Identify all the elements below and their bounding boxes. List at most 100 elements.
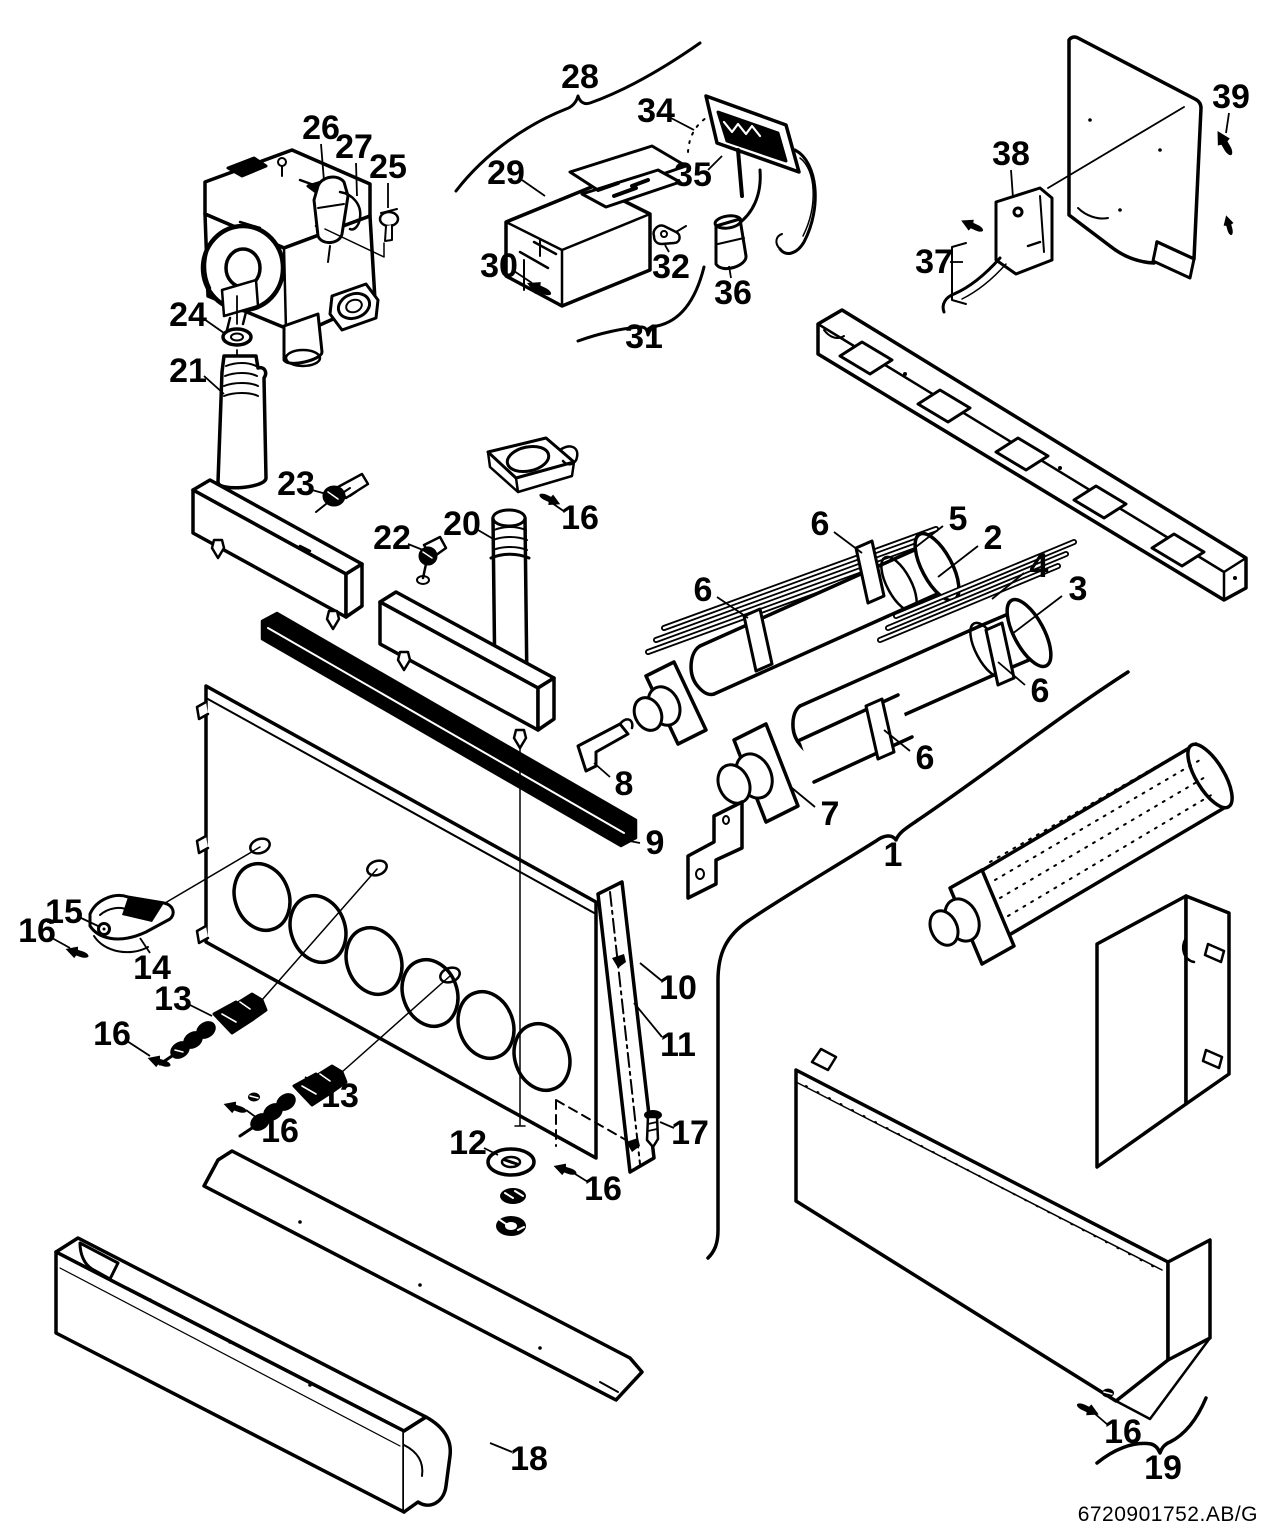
callout-38-6: 38 xyxy=(992,135,1030,173)
leader-13-37 xyxy=(189,1004,213,1017)
callout-5-21: 5 xyxy=(949,500,968,538)
callout-13-39: 13 xyxy=(321,1077,359,1115)
washer-stack-12 xyxy=(486,1147,536,1236)
callout-13-37: 13 xyxy=(154,980,192,1018)
callout-24-13: 24 xyxy=(169,296,207,334)
callout-39-5: 39 xyxy=(1212,78,1250,116)
channel-18 xyxy=(54,1236,453,1514)
callout-20-19: 20 xyxy=(443,505,481,543)
leader-14-36 xyxy=(139,937,151,954)
leader-16-35 xyxy=(51,937,71,949)
leader-5-21 xyxy=(907,525,944,554)
alignment-line-20 xyxy=(514,747,526,1127)
callout-16-45: 16 xyxy=(1104,1413,1142,1451)
igniter-23 xyxy=(315,472,370,513)
callout-30-10: 30 xyxy=(480,247,518,285)
brace-group-19 xyxy=(1095,1396,1208,1465)
panel-bottom-right xyxy=(794,1047,1212,1421)
leader-23-16 xyxy=(311,489,331,496)
leader-18-44 xyxy=(489,1442,513,1453)
callout-21-15: 21 xyxy=(169,352,207,390)
leader-4-23 xyxy=(991,572,1025,600)
leader-16-45 xyxy=(1093,1412,1109,1426)
leader-11-33 xyxy=(633,1002,663,1038)
leader-24-13 xyxy=(203,318,225,334)
callout-9-30: 9 xyxy=(646,824,665,862)
callout-35-8: 35 xyxy=(674,156,712,194)
callout-4-23: 4 xyxy=(1030,547,1049,585)
angle-clip-8 xyxy=(576,718,634,773)
callout-16-43: 16 xyxy=(584,1170,622,1208)
callout-37-9: 37 xyxy=(915,243,953,281)
leader-13-39 xyxy=(304,1076,325,1090)
screw-small-right xyxy=(1219,212,1238,238)
clamp-6d xyxy=(864,697,896,761)
leader-lines xyxy=(51,112,1230,1453)
leader-6-27 xyxy=(883,729,911,752)
brace-group-28 xyxy=(454,41,702,193)
brace-group-31 xyxy=(576,265,706,343)
leader-26-2 xyxy=(320,143,325,182)
burner-assembly-1 xyxy=(928,742,1234,966)
callout-6-20: 6 xyxy=(811,505,830,543)
leader-20-19 xyxy=(477,529,496,541)
electrode-line-lower xyxy=(341,975,451,1073)
nut-16f xyxy=(1100,1387,1116,1399)
cover-plate-stack xyxy=(568,144,688,209)
callout-6-27: 6 xyxy=(916,739,935,777)
screw-38 xyxy=(957,213,988,238)
flange-5 xyxy=(632,660,708,746)
manifold-20 xyxy=(378,508,556,750)
plug-25 xyxy=(378,208,400,242)
callout-19-46: 19 xyxy=(1144,1449,1182,1487)
callout-16-40: 16 xyxy=(261,1112,299,1150)
nut-16b xyxy=(171,1045,187,1057)
callout-3-24: 3 xyxy=(1069,570,1088,608)
leader-30-10 xyxy=(513,270,533,284)
leader-9-30 xyxy=(623,839,641,844)
leader-3-24 xyxy=(1011,595,1063,635)
side-bracket-19 xyxy=(1095,894,1231,1169)
leader-16-17 xyxy=(551,502,566,513)
callout-10-32: 10 xyxy=(659,969,697,1007)
cover-sheet xyxy=(202,1149,644,1402)
leader-34-1 xyxy=(670,117,695,131)
leader-21-15 xyxy=(203,375,225,395)
callout-18-44: 18 xyxy=(510,1440,548,1478)
clamp-6a xyxy=(854,539,886,605)
igniter-22 xyxy=(416,535,448,585)
brace-group-1 xyxy=(706,670,1130,1260)
callout-1-31: 1 xyxy=(884,836,903,874)
leader-39-5 xyxy=(1225,112,1230,134)
bracket-line-14 xyxy=(159,846,261,907)
sleeve-36 xyxy=(713,214,748,270)
electrode-line-upper xyxy=(261,868,378,1001)
dotted-wire-34 xyxy=(687,117,707,153)
clamp-6b xyxy=(742,607,774,673)
leader-16-40 xyxy=(245,1109,265,1124)
leader-16-38 xyxy=(126,1040,151,1057)
leader-8-29 xyxy=(593,762,611,778)
fuse-32 xyxy=(652,224,687,246)
screw-39 xyxy=(1209,125,1240,161)
wire-37 xyxy=(941,242,1007,314)
venturi-7 xyxy=(716,693,914,824)
callout-27-3: 27 xyxy=(335,128,373,166)
screw-16-plate xyxy=(535,487,565,511)
callout-34-1: 34 xyxy=(637,92,675,130)
callout-12-42: 12 xyxy=(449,1124,487,1162)
mounting-panel-39 xyxy=(1047,35,1203,280)
leader-10-32 xyxy=(639,962,663,982)
leader-17-41 xyxy=(659,1121,675,1129)
callout-15-34: 15 xyxy=(45,893,83,931)
callout-7-28: 7 xyxy=(821,795,840,833)
leader-6-25 xyxy=(716,596,749,619)
washer-15 xyxy=(97,922,111,936)
callout-16-17: 16 xyxy=(561,499,599,537)
leader-22-18 xyxy=(407,543,424,551)
slat-9 xyxy=(260,611,638,848)
callout-2-22: 2 xyxy=(984,519,1003,557)
panel-frame-10-11 xyxy=(596,880,656,1174)
